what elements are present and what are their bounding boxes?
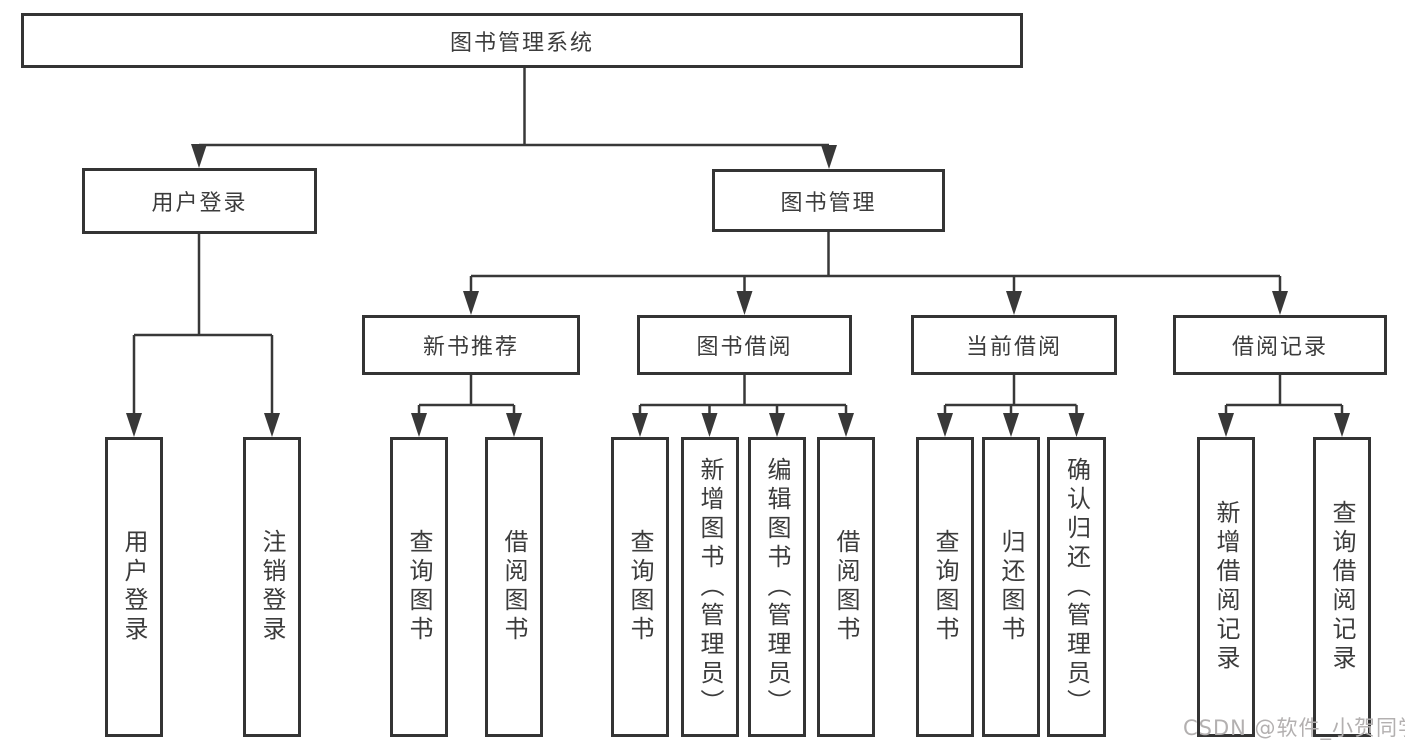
leaf-borrow-books-borrowing-label: 借阅图书	[832, 529, 860, 645]
node-library-system: 图书管理系统	[21, 13, 1023, 68]
node-library-system-label: 图书管理系统	[449, 30, 594, 56]
leaf-query-books-recommend: 查询图书	[390, 437, 448, 737]
node-book-borrowing-label: 图书借阅	[696, 335, 793, 360]
leaf-edit-books-admin: 编辑图书（管理员）	[748, 437, 806, 737]
node-borrowing-records-label: 借阅记录	[1231, 335, 1328, 360]
node-new-book-recommend-label: 新书推荐	[422, 335, 519, 360]
leaf-confirm-return-admin: 确认归还（管理员）	[1047, 437, 1106, 737]
node-book-borrowing: 图书借阅	[637, 315, 852, 375]
node-borrowing-records: 借阅记录	[1173, 315, 1387, 375]
leaf-query-borrow-record: 查询借阅记录	[1313, 437, 1371, 737]
leaf-query-books-borrowing: 查询图书	[611, 437, 669, 737]
csdn-watermark: CSDN @软件_小贺同学	[1183, 716, 1405, 740]
leaf-return-books: 归还图书	[982, 437, 1040, 737]
node-user-login-label: 用户登录	[151, 191, 248, 216]
leaf-confirm-return-admin-label: 确认归还（管理员）	[1062, 456, 1091, 718]
leaf-user-login: 用户登录	[105, 437, 163, 737]
leaf-return-books-label: 归还图书	[997, 529, 1025, 645]
leaf-add-borrow-record: 新增借阅记录	[1197, 437, 1255, 737]
leaf-borrow-books-recommend-label: 借阅图书	[500, 529, 528, 645]
node-user-login: 用户登录	[82, 168, 317, 234]
leaf-logout-label: 注销登录	[258, 529, 286, 645]
leaf-query-books-current: 查询图书	[916, 437, 974, 737]
leaf-query-books-current-label: 查询图书	[931, 529, 959, 645]
leaf-add-books-admin: 新增图书（管理员）	[681, 437, 739, 737]
node-current-borrowing: 当前借阅	[911, 315, 1117, 375]
leaf-borrow-books-borrowing: 借阅图书	[817, 437, 875, 737]
leaf-add-borrow-record-label: 新增借阅记录	[1212, 500, 1240, 674]
leaf-borrow-books-recommend: 借阅图书	[485, 437, 543, 737]
node-new-book-recommend: 新书推荐	[362, 315, 580, 375]
leaf-user-login-label: 用户登录	[120, 529, 148, 645]
node-current-borrowing-label: 当前借阅	[965, 335, 1062, 360]
leaf-query-books-recommend-label: 查询图书	[405, 529, 433, 645]
leaf-edit-books-admin-label: 编辑图书（管理员）	[763, 456, 791, 718]
node-book-management: 图书管理	[712, 169, 945, 232]
node-book-management-label: 图书管理	[780, 190, 877, 216]
leaf-query-books-borrowing-label: 查询图书	[626, 529, 654, 645]
leaf-logout: 注销登录	[243, 437, 301, 737]
leaf-query-borrow-record-label: 查询借阅记录	[1328, 500, 1356, 674]
leaf-add-books-admin-label: 新增图书（管理员）	[696, 456, 724, 718]
